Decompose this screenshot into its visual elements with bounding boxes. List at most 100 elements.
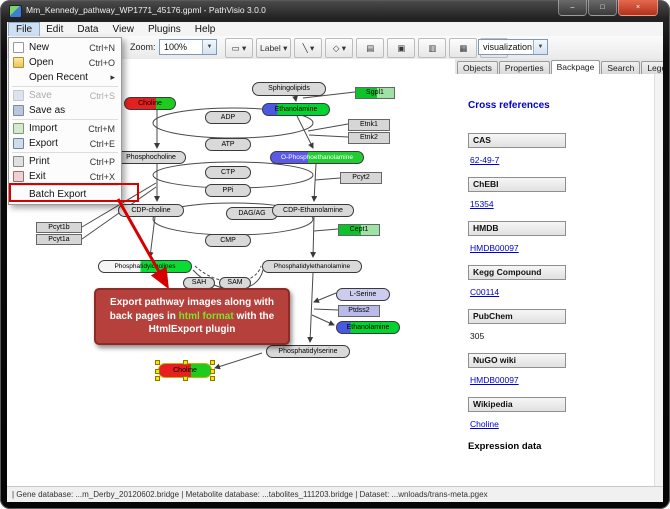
chevron-down-icon[interactable]: ▼ <box>533 40 547 54</box>
zoom-combobox[interactable]: 100% ▼ <box>159 39 217 55</box>
menu-separator <box>12 152 118 153</box>
reference-id[interactable]: 62-49-7 <box>470 155 500 165</box>
reference-source-label: Kegg Compound <box>468 265 566 280</box>
pathway-node-pcyt1b[interactable]: Pcyt1b <box>36 222 82 233</box>
pathway-node-sphingolipids[interactable]: Sphingolipids <box>252 82 326 96</box>
pathway-node-phosphatidylcholines[interactable]: Phosphatidylcholines <box>98 260 192 273</box>
reference-id[interactable]: C00114 <box>470 287 500 297</box>
shape-tool-button[interactable]: ◇ ▾ <box>325 38 354 58</box>
reference-id[interactable]: 15354 <box>470 199 494 209</box>
tab-legend[interactable]: Legend <box>641 61 663 74</box>
pathway-node-phosphocholine[interactable]: Phosphocholine <box>116 151 186 164</box>
menu-plugins[interactable]: Plugins <box>147 23 181 35</box>
file-menu-item-label: Print <box>29 156 50 167</box>
window-controls: – □ × <box>557 0 658 16</box>
pathway-node-adp[interactable]: ADP <box>205 111 251 124</box>
selection-handle[interactable] <box>183 376 188 381</box>
file-menu-item-label: Export <box>29 138 58 149</box>
pathway-node-pcyt2[interactable]: Pcyt2 <box>340 172 382 184</box>
pathway-node-sgpl1[interactable]: Sgpl1 <box>355 87 395 99</box>
menu-file[interactable]: File <box>7 22 41 37</box>
tab-backpage[interactable]: Backpage <box>550 60 601 74</box>
side-panel: ObjectsPropertiesBackpageSearchLegend Cr… <box>455 59 663 487</box>
file-menu-item-label: Save as <box>29 105 66 116</box>
new-icon <box>13 42 24 53</box>
save-icon <box>13 90 24 101</box>
selection-handle[interactable] <box>183 360 188 365</box>
menu-data[interactable]: Data <box>77 23 99 35</box>
pathway-node-phosphatidylserine[interactable]: Phosphatidylserine <box>266 345 350 358</box>
chevron-down-icon[interactable]: ▼ <box>202 40 216 54</box>
file-menu-item-export[interactable]: Export Ctrl+E <box>9 136 121 151</box>
file-menu-item-label: Import <box>29 123 58 134</box>
selection-handle[interactable] <box>210 376 215 381</box>
pathway-node-sah[interactable]: SAH <box>183 277 215 289</box>
annotation-callout: Export pathway images along with back pa… <box>94 288 290 345</box>
menu-edit[interactable]: Edit <box>46 23 64 35</box>
distribute-horizontal-button[interactable]: ▦ <box>449 38 478 58</box>
pathway-node-cdp-ethanolamine[interactable]: CDP-Ethanolamine <box>272 204 354 217</box>
reference-id[interactable]: HMDB00097 <box>470 375 519 385</box>
close-button[interactable]: × <box>618 0 658 16</box>
pathway-node-ctp[interactable]: CTP <box>205 166 251 179</box>
file-menu-item-open-recent[interactable]: Open Recent▸ <box>9 70 121 85</box>
tab-properties[interactable]: Properties <box>498 61 550 74</box>
label-tool-button[interactable]: Label ▾ <box>256 38 292 58</box>
file-menu-item-shortcut: Ctrl+E <box>89 138 115 149</box>
visualization-combobox[interactable]: visualization ▼ <box>478 39 548 55</box>
pathway-node-l-serine[interactable]: L-Serine <box>336 288 390 301</box>
selection-handle[interactable] <box>210 360 215 365</box>
zoom-label: Zoom: <box>130 42 156 52</box>
minimize-button[interactable]: – <box>558 0 587 16</box>
file-menu-item-batch-export[interactable]: Batch Export <box>9 187 121 202</box>
reference-id[interactable]: HMDB00097 <box>470 243 519 253</box>
selection-handle[interactable] <box>155 376 160 381</box>
window-title: Mm_Kennedy_pathway_WP1771_45176.gpml - P… <box>26 5 266 15</box>
line-tool-button[interactable]: ╲ ▾ <box>294 38 323 58</box>
pathway-node-ethanolamine[interactable]: Ethanolamine <box>336 321 400 334</box>
file-menu-item-shortcut: ▸ <box>110 72 115 82</box>
selection-handle[interactable] <box>155 360 160 365</box>
reference-id[interactable]: Choline <box>470 419 499 429</box>
maximize-button[interactable]: □ <box>588 0 617 16</box>
align-vertical-button[interactable]: ▥ <box>418 38 447 58</box>
pathway-node-ppi[interactable]: PPi <box>205 184 251 197</box>
pathway-node-cept1[interactable]: Cept1 <box>338 224 380 236</box>
reference-source-label: HMDB <box>468 221 566 236</box>
datanode-tool-button[interactable]: ▭ ▾ <box>225 38 253 58</box>
menu-help[interactable]: Help <box>194 23 216 35</box>
pathway-node-atp[interactable]: ATP <box>205 138 251 151</box>
selection-handle[interactable] <box>155 368 160 374</box>
pathway-node-cdp-choline[interactable]: CDP-choline <box>118 204 184 217</box>
open-icon <box>13 57 24 68</box>
toolbar-tools: ▭ ▾Label ▾╲ ▾◇ ▾▤▣▥▦▩ <box>225 38 509 58</box>
align-horizontal-button[interactable]: ▣ <box>387 38 416 58</box>
pathway-node-etnk1[interactable]: Etnk1 <box>348 119 390 131</box>
pathway-node-choline[interactable]: Choline <box>124 97 176 110</box>
callout-highlight-text: html format <box>178 310 234 322</box>
pathway-node-dag-ag[interactable]: DAG/AG <box>226 207 278 220</box>
pathway-node-cmp[interactable]: CMP <box>205 234 251 247</box>
pathway-node-ptdss2[interactable]: Ptdss2 <box>338 305 380 317</box>
tab-search[interactable]: Search <box>601 61 641 74</box>
file-menu-item-save-as[interactable]: Save as <box>9 103 121 118</box>
pathway-node-phosphatidylethanolamine[interactable]: Phosphatidylethanolamine <box>262 260 362 273</box>
pathway-node-o-phosphoethanolamine[interactable]: O-Phosphoethanolamine <box>270 151 364 164</box>
title-bar[interactable]: Mm_Kennedy_pathway_WP1771_45176.gpml - P… <box>0 0 670 22</box>
pathway-node-ethanolamine[interactable]: Ethanolamine <box>262 103 330 116</box>
menu-view[interactable]: View <box>112 23 134 35</box>
pathway-node-etnk2[interactable]: Etnk2 <box>348 132 390 144</box>
template-tool-button[interactable]: ▤ <box>356 38 385 58</box>
selection-handle[interactable] <box>210 368 215 374</box>
tab-objects[interactable]: Objects <box>457 61 498 74</box>
side-panel-scrollbar[interactable] <box>654 74 663 487</box>
pathway-node-pcyt1a[interactable]: Pcyt1a <box>36 234 82 245</box>
